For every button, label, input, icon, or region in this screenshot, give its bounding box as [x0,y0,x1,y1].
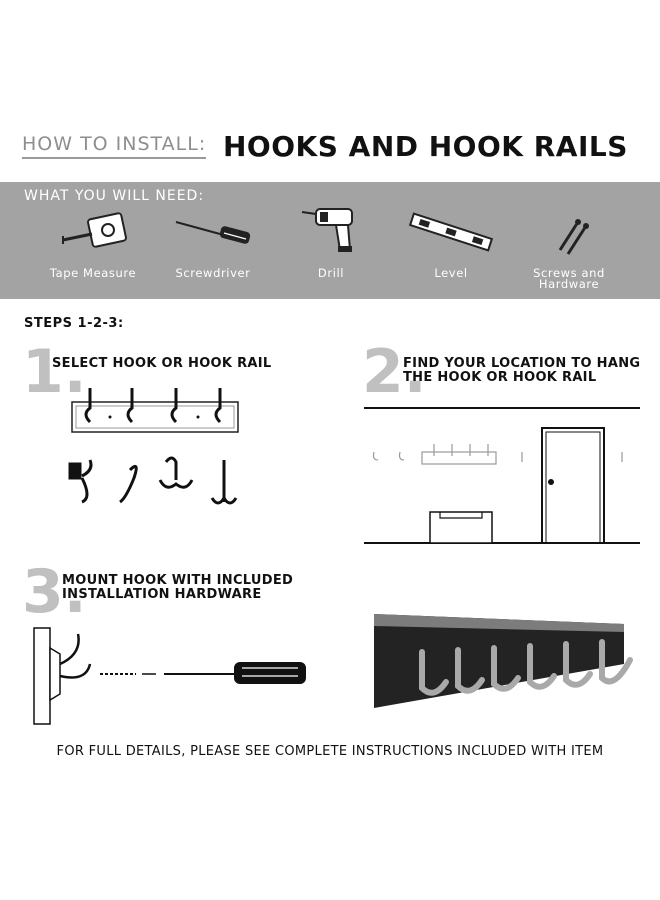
tool-screws: Screws and Hardware [514,210,624,294]
hook-options-illustration [68,388,239,505]
step-3-heading: MOUNT HOOK WITH INCLUDED INSTALLATION HA… [62,573,294,602]
wall-location-illustration [364,407,640,544]
mounting-illustration [33,627,306,725]
tool-tape-measure: Tape Measure [38,210,148,290]
tape-measure-icon [62,212,127,248]
tool-label: Screwdriver [175,266,251,280]
drill-icon [301,208,353,252]
level-icon [408,212,494,252]
step-2-heading: FIND YOUR LOCATION TO HANG THE HOOK OR H… [403,356,641,385]
page-title: HOOKS AND HOOK RAILS [223,130,628,163]
tool-label: Level [434,266,468,280]
tool-drill: Drill [276,206,386,290]
hook-rail-photo [374,614,633,708]
steps-heading: STEPS 1-2-3: [24,316,124,331]
tool-screwdriver: Screwdriver [158,210,268,290]
tools-heading: WHAT YOU WILL NEED: [24,188,205,204]
step-3-number: 3. [22,557,87,627]
tool-label: Screws and Hardware [533,266,605,291]
step-2-number: 2. [362,337,427,407]
screws-icon [558,219,589,255]
tool-level: Level [396,210,506,290]
footer-note: FOR FULL DETAILS, PLEASE SEE COMPLETE IN… [56,744,604,759]
tool-label: Drill [317,266,345,280]
step-1-number: 1. [22,337,87,407]
screwdriver-icon [175,221,251,244]
how-to-install-label: HOW TO INSTALL: [22,133,207,159]
tool-label: Tape Measure [49,266,137,280]
step-1-heading: SELECT HOOK OR HOOK RAIL [52,356,272,371]
